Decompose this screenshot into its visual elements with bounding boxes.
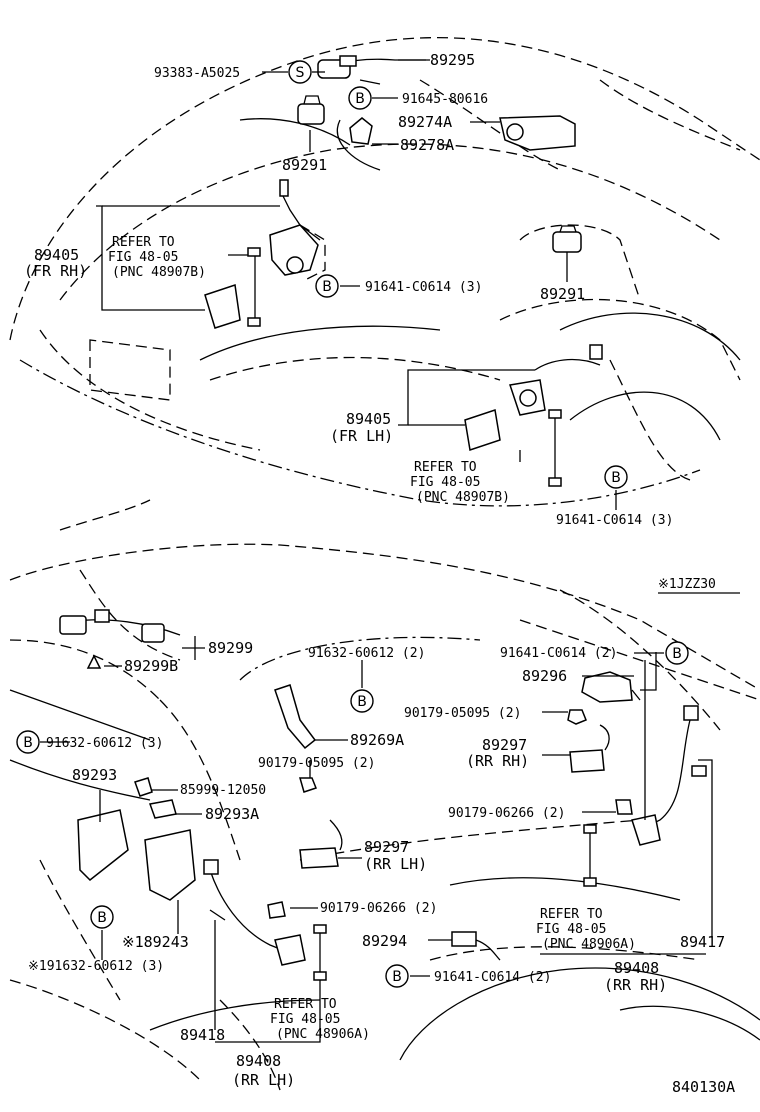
part-89278a-clip bbox=[349, 117, 373, 145]
refer3-line1: REFER TO bbox=[540, 907, 603, 922]
bottom-leaders bbox=[40, 636, 713, 1043]
svg-text:S: S bbox=[296, 65, 305, 81]
part-90179-06266-nuts bbox=[267, 799, 633, 919]
marker-b-2: B bbox=[315, 274, 339, 298]
label-91641-top: 91641-C0614 (3) bbox=[365, 280, 482, 295]
label-189243: ※189243 bbox=[122, 933, 189, 951]
label-91632-left: 91632-60612 (3) bbox=[46, 736, 163, 751]
svg-text:B: B bbox=[355, 91, 365, 107]
marker-b-7: B bbox=[90, 905, 114, 929]
label-89269a: 89269A bbox=[350, 731, 404, 749]
refer1-line2: FIG 48-05 bbox=[108, 250, 178, 265]
part-90179-nut-a bbox=[567, 709, 587, 725]
label-91641-r: 91641-C0614 (2) bbox=[500, 646, 617, 661]
label-89299: 89299 bbox=[208, 639, 253, 657]
part-labels: 93383-A5025 89295 91645-80616 89274A 892… bbox=[24, 51, 740, 1096]
rear-body-outline bbox=[9, 499, 760, 1091]
label-89405-rh: 89405 bbox=[34, 246, 79, 264]
label-89405-rh-sub: (FR RH) bbox=[24, 262, 87, 280]
marker-b-1: B bbox=[348, 86, 372, 110]
label-89405-lh: 89405 bbox=[346, 410, 391, 428]
refer4-line3: (PNC 48906A) bbox=[276, 1027, 370, 1042]
label-89297-rh-sub: (RR RH) bbox=[466, 752, 529, 770]
label-89297-rh: 89297 bbox=[482, 736, 527, 754]
label-91632-top: 91632-60612 (2) bbox=[308, 646, 425, 661]
label-89408-lh-sub: (RR LH) bbox=[232, 1071, 295, 1089]
svg-text:B: B bbox=[672, 646, 682, 662]
refer2-line2: FIG 48-05 bbox=[410, 475, 480, 490]
label-90179-a: 90179-05095 (2) bbox=[404, 706, 521, 721]
part-89295-harness bbox=[317, 55, 430, 85]
part-89297-rr-rh bbox=[569, 724, 610, 773]
refer4-line2: FIG 48-05 bbox=[270, 1012, 340, 1027]
marker-b-3: B bbox=[604, 465, 628, 489]
label-jzz30: ※1JZZ30 bbox=[658, 577, 716, 592]
label-91641-mid: 91641-C0614 (3) bbox=[556, 513, 673, 528]
marker-b-4: B bbox=[350, 689, 374, 713]
marker-b-5: B bbox=[665, 641, 689, 665]
label-89278a: 89278A bbox=[400, 136, 454, 154]
label-89417: 89417 bbox=[680, 933, 725, 951]
refer2-line3: (PNC 48907B) bbox=[416, 490, 510, 505]
label-90179-c: 90179-06266 (2) bbox=[448, 806, 565, 821]
label-89408-rh: 89408 bbox=[614, 959, 659, 977]
label-89295: 89295 bbox=[430, 51, 475, 69]
label-89291-b: 89291 bbox=[540, 285, 585, 303]
front-body-outline bbox=[9, 37, 760, 507]
part-89408-rr-rh bbox=[583, 705, 707, 887]
label-89296: 89296 bbox=[522, 667, 567, 685]
label-89297-lh: 89297 bbox=[364, 838, 409, 856]
label-89297-lh-sub: (RR LH) bbox=[364, 855, 427, 873]
svg-text:B: B bbox=[611, 470, 621, 486]
refer1-line1: REFER TO bbox=[112, 235, 175, 250]
label-90179-b: 90179-05095 (2) bbox=[258, 756, 375, 771]
part-89297-rr-lh bbox=[299, 777, 343, 869]
refer1-line3: (PNC 48907B) bbox=[112, 265, 206, 280]
part-89291-sensor-mid bbox=[552, 225, 582, 253]
part-89299-harness bbox=[59, 609, 181, 669]
label-93383: 93383-A5025 bbox=[154, 66, 240, 81]
marker-b-8: B bbox=[385, 964, 409, 988]
marker-b-6: B bbox=[16, 730, 40, 754]
refer3-line3: (PNC 48906A) bbox=[542, 937, 636, 952]
part-89408-rr-lh bbox=[203, 859, 327, 981]
label-89418: 89418 bbox=[180, 1026, 225, 1044]
top-leaders bbox=[96, 59, 617, 510]
label-89291-a: 89291 bbox=[282, 156, 327, 174]
refer4-line1: REFER TO bbox=[274, 997, 337, 1012]
svg-text:B: B bbox=[97, 910, 107, 926]
refer3-line2: FIG 48-05 bbox=[536, 922, 606, 937]
part-89269a-bracket bbox=[274, 684, 317, 750]
label-85999: 85999-12050 bbox=[180, 783, 266, 798]
label-89274a: 89274A bbox=[398, 113, 452, 131]
part-89293-computer bbox=[77, 777, 177, 882]
label-89293: 89293 bbox=[72, 766, 117, 784]
label-89299b: 89299B bbox=[124, 657, 178, 675]
label-89408-rh-sub: (RR RH) bbox=[604, 976, 667, 994]
part-89405-fr-rh bbox=[204, 179, 326, 329]
figure-code: 840130A bbox=[672, 1078, 735, 1096]
label-90179-d: 90179-06266 (2) bbox=[320, 901, 437, 916]
label-89405-lh-sub: (FR LH) bbox=[330, 427, 393, 445]
svg-text:B: B bbox=[23, 735, 33, 751]
svg-text:B: B bbox=[392, 969, 402, 985]
part-89291-sensor-top bbox=[297, 95, 325, 125]
part-89296-harness bbox=[581, 671, 641, 703]
label-89408-lh: 89408 bbox=[236, 1052, 281, 1070]
label-91641-bot: 91641-C0614 (2) bbox=[434, 970, 551, 985]
svg-text:B: B bbox=[357, 694, 367, 710]
part-189243-bracket bbox=[144, 829, 196, 901]
label-89293a: 89293A bbox=[205, 805, 259, 823]
label-191632: ※191632-60612 (3) bbox=[28, 959, 164, 974]
label-89294: 89294 bbox=[362, 932, 407, 950]
svg-text:B: B bbox=[322, 279, 332, 295]
marker-s: S bbox=[288, 60, 312, 84]
label-91645: 91645-80616 bbox=[402, 92, 488, 107]
part-89294-sensor bbox=[451, 931, 501, 961]
part-89405-fr-lh bbox=[464, 344, 603, 487]
refer2-line1: REFER TO bbox=[414, 460, 477, 475]
part-89274a-bracket bbox=[499, 115, 576, 151]
